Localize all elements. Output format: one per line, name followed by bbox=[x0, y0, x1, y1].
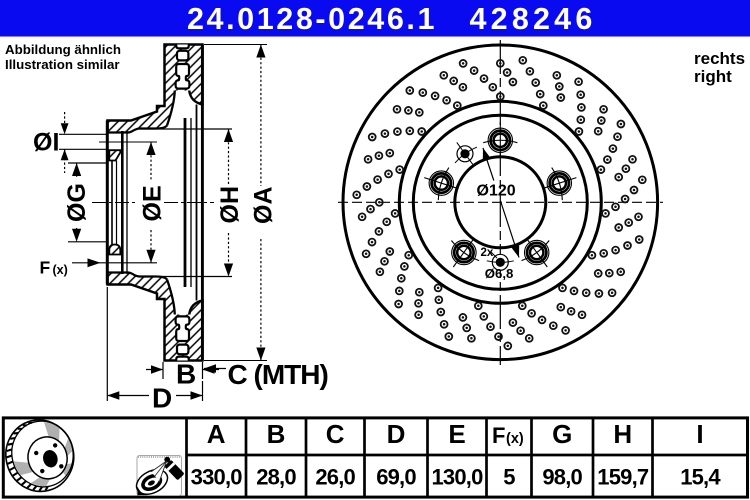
svg-text:26,0: 26,0 bbox=[315, 465, 355, 490]
svg-text:428246: 428246 bbox=[470, 2, 597, 36]
svg-text:Ø6,8: Ø6,8 bbox=[485, 266, 514, 281]
svg-text:F: F bbox=[40, 258, 51, 278]
svg-text:ØE: ØE bbox=[139, 185, 167, 221]
svg-text:H: H bbox=[613, 419, 632, 449]
svg-text:Ø120: Ø120 bbox=[477, 183, 516, 200]
svg-text:ØA: ØA bbox=[250, 187, 278, 225]
svg-text:right: right bbox=[694, 67, 732, 86]
svg-text:ØH: ØH bbox=[216, 186, 244, 224]
svg-text:24.0128-0246.1: 24.0128-0246.1 bbox=[187, 2, 437, 36]
svg-text:D: D bbox=[387, 419, 406, 449]
svg-text:(x): (x) bbox=[506, 431, 524, 447]
svg-text:15,4: 15,4 bbox=[680, 465, 721, 490]
svg-text:E: E bbox=[448, 419, 465, 449]
svg-text:G: G bbox=[552, 419, 572, 449]
svg-text:(x): (x) bbox=[53, 263, 68, 277]
svg-text:5: 5 bbox=[503, 465, 515, 490]
svg-text:F: F bbox=[492, 423, 505, 448]
svg-text:ØI: ØI bbox=[33, 129, 59, 157]
svg-text:69,0: 69,0 bbox=[376, 465, 416, 490]
svg-text:Illustration similar: Illustration similar bbox=[5, 57, 120, 72]
svg-text:159,7: 159,7 bbox=[597, 465, 649, 490]
svg-text:I: I bbox=[696, 419, 703, 449]
svg-text:C (MTH): C (MTH) bbox=[228, 359, 328, 390]
svg-text:28,0: 28,0 bbox=[256, 465, 296, 490]
svg-text:98,0: 98,0 bbox=[542, 465, 582, 490]
svg-text:B: B bbox=[267, 419, 286, 449]
svg-text:D: D bbox=[152, 383, 172, 414]
svg-text:2x: 2x bbox=[481, 247, 494, 259]
svg-text:Abbildung ähnlich: Abbildung ähnlich bbox=[5, 42, 121, 57]
svg-text:A: A bbox=[207, 419, 226, 449]
svg-text:330,0: 330,0 bbox=[191, 465, 243, 490]
svg-text:rechts: rechts bbox=[694, 49, 745, 68]
svg-text:B: B bbox=[176, 359, 195, 390]
svg-text:C: C bbox=[326, 419, 345, 449]
svg-text:130,0: 130,0 bbox=[431, 465, 483, 490]
svg-text:ØG: ØG bbox=[63, 183, 91, 222]
